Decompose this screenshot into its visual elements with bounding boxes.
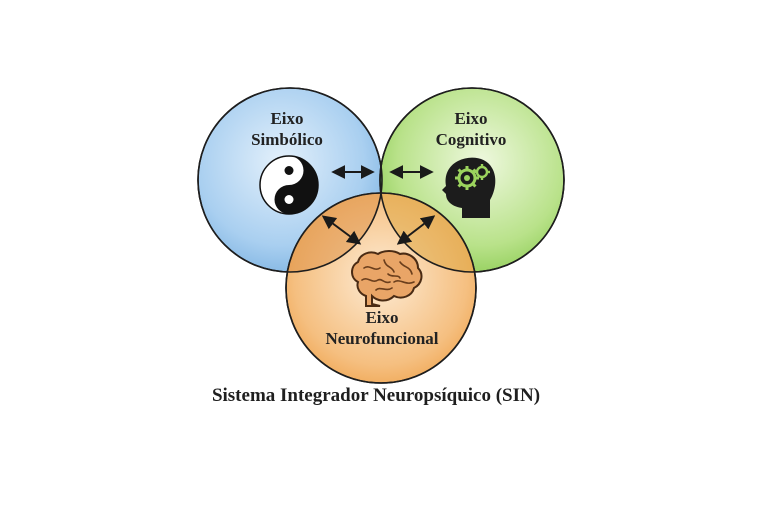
cognitive-label-line1: Eixo (454, 109, 487, 128)
yin-yang-icon (259, 155, 319, 215)
cognitive-label-line2: Cognitivo (436, 130, 507, 149)
neurofunctional-label-line1: Eixo (365, 308, 398, 327)
caption-text: Sistema Integrador Neuropsíquico (SIN) (211, 385, 541, 406)
head-gears-icon (442, 157, 496, 218)
neurofunctional-label-line2: Neurofuncional (325, 329, 438, 348)
symbolic-label-line1: Eixo (270, 109, 303, 128)
diagram-caption: Sistema Integrador Neuropsíquico (SIN) (0, 385, 768, 407)
arrow-symbolic-neuro (321, 215, 362, 245)
brain-icon (351, 250, 423, 307)
arrow-cognitive-neuro (396, 215, 436, 245)
symbolic-label-line2: Simbólico (251, 130, 323, 149)
